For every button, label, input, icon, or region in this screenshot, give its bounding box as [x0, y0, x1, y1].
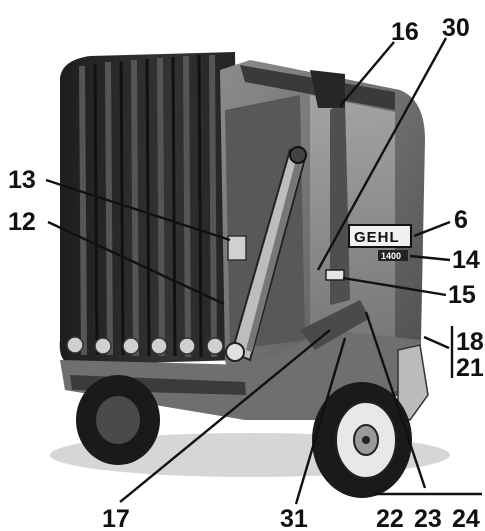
callout-12: 12 — [8, 208, 36, 236]
leader-17 — [119, 329, 331, 503]
leader-16 — [339, 41, 395, 107]
callout-31: 31 — [280, 505, 308, 531]
leader-15 — [342, 276, 447, 297]
callout-15: 15 — [448, 281, 476, 309]
callout-23: 23 — [414, 505, 442, 531]
right-wheel — [312, 382, 412, 498]
leader-12 — [47, 220, 225, 306]
callout-17: 17 — [102, 505, 130, 531]
top-gate-bracket — [310, 70, 345, 108]
callout-21: 21 — [456, 354, 484, 382]
callout-labels: 16 30 13 12 6 14 15 18 21 17 31 22 23 24 — [8, 14, 484, 531]
reflector-light — [325, 269, 345, 281]
leader-22-23-24 — [364, 311, 427, 489]
brand-decal-text: GEHL — [354, 229, 400, 246]
callout-24: 24 — [452, 505, 480, 531]
lift-cylinder — [230, 146, 307, 362]
model-decal-text: 1400 — [381, 251, 401, 261]
leader-30 — [316, 37, 448, 271]
callout-16: 16 — [391, 18, 419, 46]
callout-30: 30 — [442, 14, 470, 42]
model-decal: 1400 — [378, 250, 408, 261]
leader-31 — [294, 337, 347, 505]
callout-14: 14 — [452, 246, 480, 274]
leader-18-21 — [423, 335, 450, 350]
callout-6: 6 — [454, 206, 468, 234]
leader-lines — [45, 37, 482, 505]
leader-14 — [409, 254, 451, 262]
leader-6 — [413, 220, 451, 238]
baler-rear-body — [59, 52, 240, 365]
lower-roller-tubes — [66, 336, 224, 355]
left-wheel — [76, 375, 160, 465]
manual-holder — [227, 235, 247, 261]
callout-22: 22 — [376, 505, 404, 531]
brand-decal: GEHL — [348, 224, 412, 248]
leader-13 — [45, 178, 231, 242]
callout-18: 18 — [456, 328, 484, 356]
callout-13: 13 — [8, 166, 36, 194]
